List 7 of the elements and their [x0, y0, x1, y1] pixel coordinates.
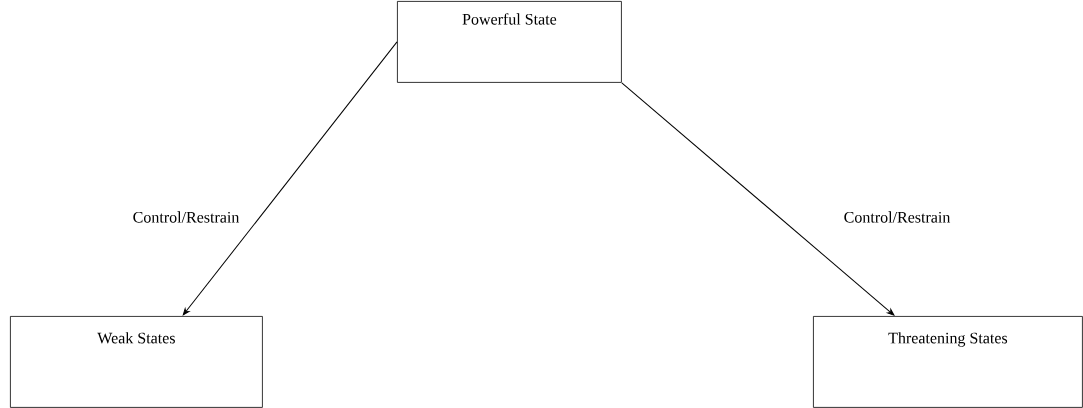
- arrow: [182, 41, 398, 316]
- state-box: Weak States: [10, 316, 263, 408]
- edge-label: Control/Restrain: [131, 210, 241, 224]
- edge-label: Control/Restrain: [842, 210, 952, 224]
- state-box: Threatening States: [813, 316, 1083, 408]
- state-box: Powerful State: [397, 1, 622, 83]
- arrow: [621, 82, 895, 316]
